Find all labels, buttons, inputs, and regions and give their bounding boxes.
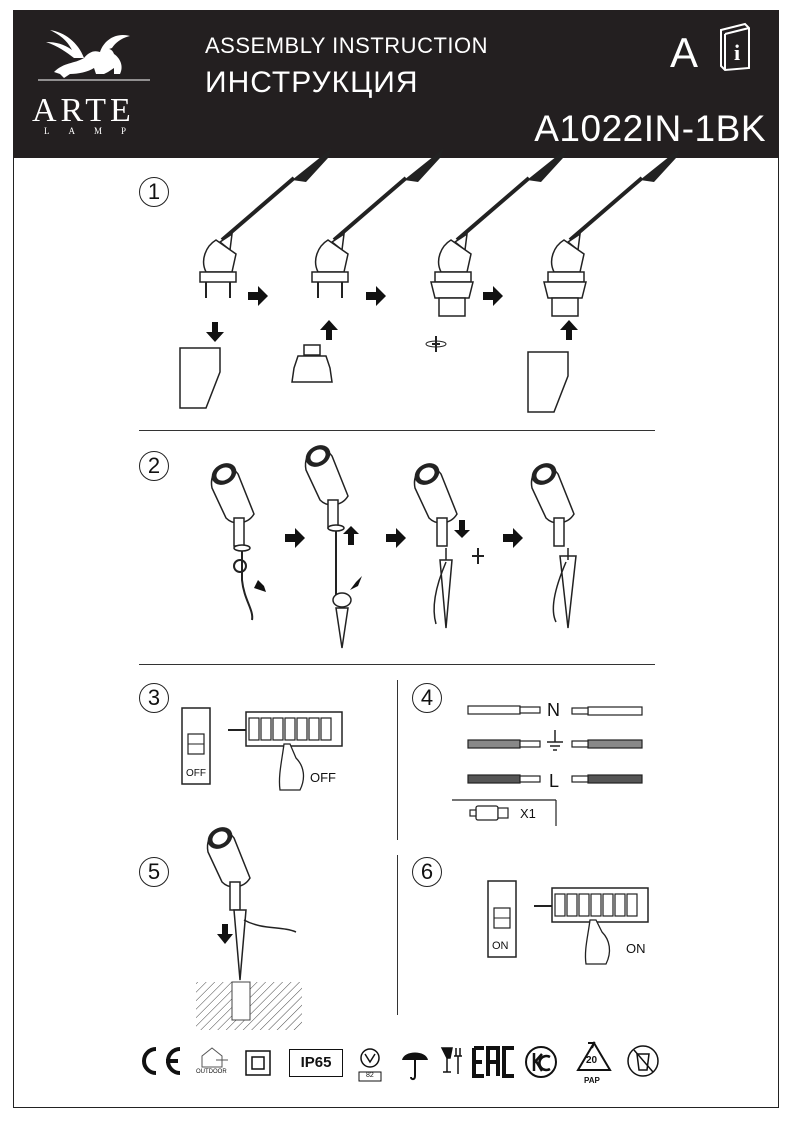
step-number-6: 6: [412, 857, 442, 887]
vde-mark-icon: [358, 1048, 382, 1082]
divider-vertical-1: [397, 680, 398, 840]
no-trash-icon: [627, 1045, 659, 1077]
divider-1: [139, 430, 655, 431]
step-number-5: 5: [139, 857, 169, 887]
hand-on-label: ON: [626, 941, 646, 956]
pap-recycle-icon: [576, 1041, 612, 1071]
umbrella-icon: [402, 1052, 428, 1081]
svg-text:i: i: [734, 40, 740, 65]
hand-off-label: OFF: [310, 770, 336, 785]
divider-vertical-2: [397, 855, 398, 1015]
connector-quantity: X1: [520, 806, 536, 821]
class-ii-icon: [245, 1050, 271, 1076]
title-english: ASSEMBLY INSTRUCTION: [205, 33, 489, 58]
brand-name: ARTE: [32, 92, 135, 129]
glass-fork-icon: [440, 1047, 462, 1074]
brand-subtitle: LAMP: [44, 126, 146, 136]
winged-lion-logo: [38, 30, 150, 81]
ip65-badge: IP65: [289, 1049, 343, 1077]
recycle-number: 20: [586, 1055, 598, 1066]
step-number-3: 3: [139, 683, 169, 713]
header-bar: [13, 10, 779, 158]
switch-off-label: OFF: [186, 768, 206, 779]
wire-label-neutral: N: [547, 700, 560, 720]
divider-2: [139, 664, 655, 665]
temp-code: 82: [366, 1072, 374, 1079]
outdoor-label: OUTDOOR: [196, 1069, 227, 1075]
kc-mark-icon: [525, 1046, 557, 1078]
step-number-2: 2: [139, 451, 169, 481]
eac-mark-icon: [472, 1046, 514, 1078]
title-russian: ИНСТРУКЦИЯ: [205, 66, 419, 99]
model-number: A1022IN-1BK: [534, 108, 766, 149]
language-letter: A: [670, 29, 699, 76]
wire-label-live: L: [549, 771, 560, 791]
recycle-code: PAP: [584, 1076, 600, 1085]
info-book-icon: i: [720, 22, 750, 72]
outdoor-house-icon: [201, 1047, 228, 1068]
step-number-4: 4: [412, 683, 442, 713]
switch-on-label: ON: [492, 940, 509, 952]
step-number-1: 1: [139, 177, 169, 207]
ce-mark-icon: [142, 1047, 181, 1075]
